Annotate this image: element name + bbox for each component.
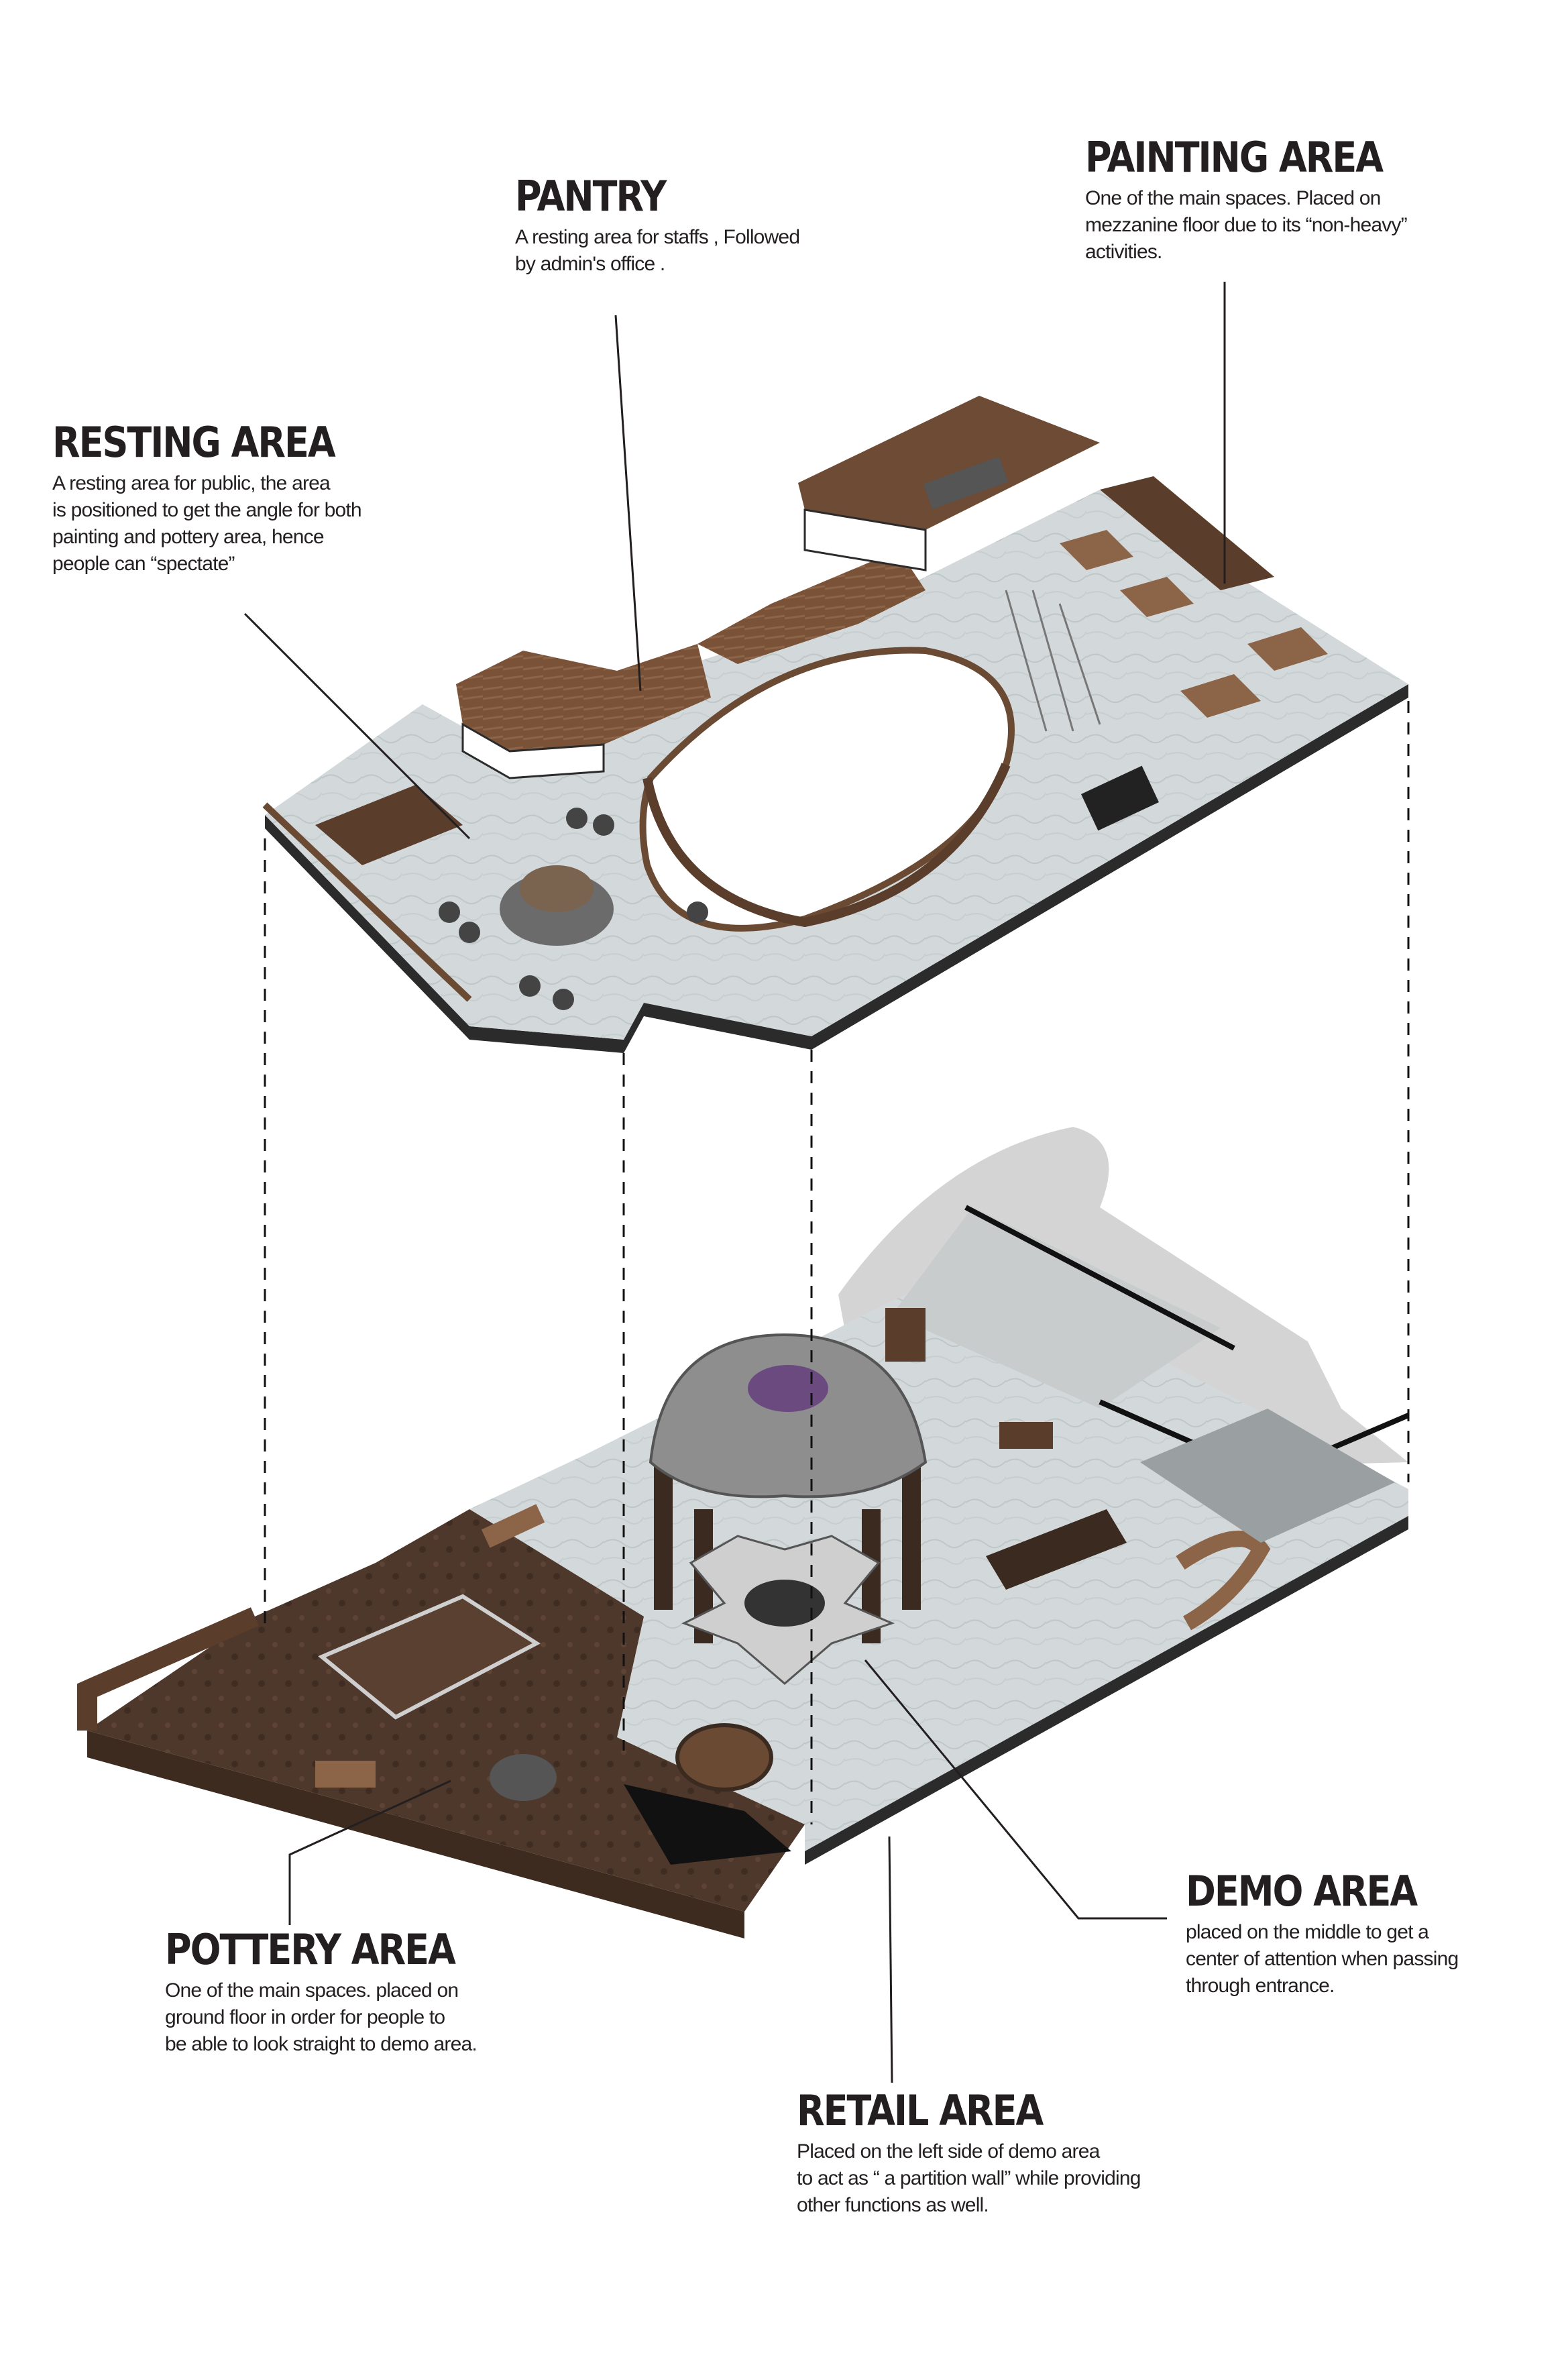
mezzanine-floor — [265, 396, 1408, 1053]
label-demo-area: DEMO AREA placed on the middle to get a … — [1186, 1875, 1458, 2000]
resting-line: people can “spectate” — [52, 551, 361, 578]
ground-floor — [87, 1127, 1408, 1938]
label-painting-area: PAINTING AREA One of the main spaces. Pl… — [1085, 141, 1407, 266]
pottery-table — [490, 1754, 557, 1801]
admin-office — [798, 396, 1100, 530]
pottery-area-description: One of the main spaces. placed on ground… — [165, 1977, 477, 2058]
demo-line: placed on the middle to get a — [1186, 1919, 1458, 1946]
demo-area-title: DEMO AREA — [1186, 1869, 1458, 1915]
label-resting-area: RESTING AREA A resting area for public, … — [52, 426, 361, 578]
retail-line: to act as “ a partition wall” while prov… — [797, 2165, 1141, 2192]
pantry-title: PANTRY — [515, 174, 799, 220]
pantry-line: by admin's office . — [515, 251, 799, 278]
pottery-line: ground floor in order for people to — [165, 2004, 477, 2031]
demo-area-description: placed on the middle to get a center of … — [1186, 1919, 1458, 2000]
retail-counter — [677, 1725, 771, 1790]
demo-line: center of attention when passing — [1186, 1946, 1458, 1973]
retail-line: Placed on the left side of demo area — [797, 2138, 1141, 2165]
painting-line: activities. — [1085, 239, 1407, 266]
painting-area-description: One of the main spaces. Placed on mezzan… — [1085, 185, 1407, 266]
label-pottery-area: POTTERY AREA One of the main spaces. pla… — [165, 1933, 477, 2058]
pantry-leader — [616, 315, 640, 691]
retail-area-description: Placed on the left side of demo area to … — [797, 2138, 1141, 2219]
retail-area-title: RETAIL AREA — [797, 2088, 1141, 2134]
painting-area-title: PAINTING AREA — [1085, 135, 1407, 181]
label-retail-area: RETAIL AREA Placed on the left side of d… — [797, 2094, 1141, 2219]
pantry-line: A resting area for staffs , Followed — [515, 224, 799, 251]
demo-line: through entrance. — [1186, 1973, 1458, 2000]
resting-area-title: RESTING AREA — [52, 420, 361, 466]
painting-line: mezzanine floor due to its “non-heavy” — [1085, 212, 1407, 239]
pottery-line: One of the main spaces. placed on — [165, 1977, 477, 2004]
resting-line: painting and pottery area, hence — [52, 524, 361, 551]
retail-line: other functions as well. — [797, 2192, 1141, 2219]
pottery-line: be able to look straight to demo area. — [165, 2031, 477, 2058]
label-pantry: PANTRY A resting area for staffs , Follo… — [515, 180, 799, 278]
resting-line: is positioned to get the angle for both — [52, 497, 361, 524]
resting-line: A resting area for public, the area — [52, 470, 361, 497]
painting-line: One of the main spaces. Placed on — [1085, 185, 1407, 212]
pottery-area-title: POTTERY AREA — [165, 1927, 477, 1973]
retail-leader — [889, 1837, 892, 2083]
pantry-description: A resting area for staffs , Followed by … — [515, 224, 799, 278]
pottery-bench — [315, 1761, 376, 1788]
resting-area-description: A resting area for public, the area is p… — [52, 470, 361, 578]
